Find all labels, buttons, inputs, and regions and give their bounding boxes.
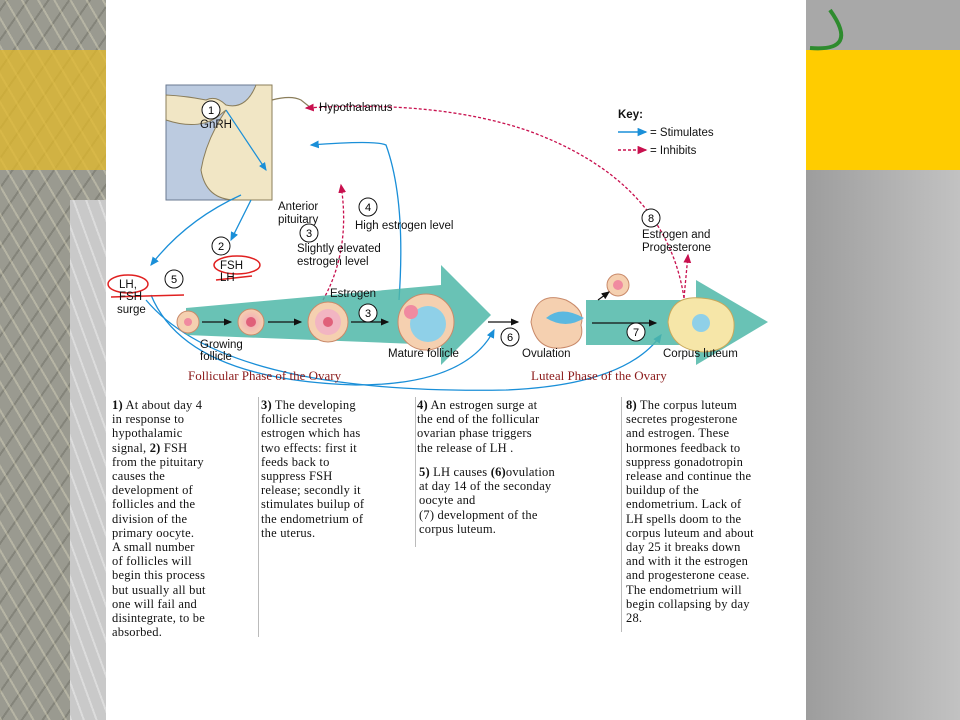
legend-key [618, 127, 648, 155]
slide-content: 1 2 3 3 4 5 6 7 8 Hypothalamus GnRH Ante… [106, 0, 806, 720]
note-steps-5-7: 5) LH causes (6)ovulation at day 14 of t… [419, 465, 555, 536]
note-step-8: 8) The corpus luteum secretes progestero… [626, 398, 754, 626]
step-8: 8 [641, 208, 661, 228]
hypothalamus-pituitary [165, 84, 312, 201]
label-slightly-elevated-2: estrogen level [297, 256, 369, 268]
label-ovulation: Ovulation [522, 348, 571, 360]
label-luteal-phase: Luteal Phase of the Ovary [531, 368, 667, 383]
svg-text:2: 2 [218, 241, 224, 253]
step-5: 5 [164, 269, 184, 289]
svg-text:4: 4 [365, 202, 371, 214]
label-lh: LH, [119, 279, 137, 291]
label-fsh: FSH [220, 260, 243, 272]
key-title: Key: [618, 109, 643, 121]
label-mature-follicle: Mature follicle [388, 348, 459, 360]
label-corpus-luteum: Corpus luteum [663, 348, 738, 360]
note-steps-1-2: 1) At about day 4 in response to hypotha… [112, 398, 206, 640]
step-4: 4 [358, 197, 378, 217]
label-growing: Growing [200, 339, 243, 351]
label-progesterone: Progesterone [642, 242, 711, 254]
step-markers: 1 2 3 3 4 5 6 7 8 [164, 100, 661, 347]
svg-text:5: 5 [171, 274, 177, 286]
divider-col3 [621, 397, 622, 632]
handwritten-annotations [107, 255, 261, 298]
label-high-estrogen: High estrogen level [355, 220, 453, 232]
step-7: 7 [626, 322, 646, 342]
label-pituitary: pituitary [278, 214, 319, 226]
green-swoosh-decoration [809, 8, 844, 51]
feedback-arrows [145, 103, 692, 391]
ovarian-cycle-diagram: 1 2 3 3 4 5 6 7 8 Hypothalamus GnRH Ante… [107, 84, 768, 391]
step-6: 6 [500, 327, 520, 347]
label-follicle: follicle [200, 351, 232, 363]
label-estrogen-and: Estrogen and [642, 229, 710, 241]
label-hypothalamus: Hypothalamus [319, 102, 393, 114]
svg-text:3: 3 [365, 308, 371, 320]
svg-text:8: 8 [648, 213, 654, 225]
background-texture-inner [70, 200, 106, 720]
divider-col2 [415, 397, 416, 547]
svg-text:1: 1 [208, 105, 214, 117]
note-step-3: 3) The developing follicle secretes estr… [261, 398, 365, 540]
label-anterior: Anterior [278, 201, 318, 213]
step-2: 2 [211, 236, 231, 256]
accent-bar-right [806, 50, 960, 170]
label-follicular-phase: Follicular Phase of the Ovary [188, 368, 342, 383]
follicle-sequence [176, 273, 735, 353]
accent-bar-left [0, 50, 106, 170]
label-lh-struck: LH [220, 272, 235, 284]
svg-text:7: 7 [633, 327, 639, 339]
step-3b: 3 [358, 303, 378, 323]
note-step-4: 4) An estrogen surge at the end of the f… [417, 398, 540, 455]
svg-text:3: 3 [306, 228, 312, 240]
key-inhibits: = Inhibits [650, 145, 697, 157]
label-gnrh: GnRH [200, 119, 232, 131]
divider-col1 [108, 397, 259, 637]
key-stimulates: = Stimulates [650, 127, 714, 139]
background-panel-right [806, 170, 960, 720]
step-3: 3 [299, 223, 319, 243]
step-1: 1 [201, 100, 221, 120]
svg-text:6: 6 [507, 332, 513, 344]
diagram-labels: Hypothalamus GnRH Anterior pituitary Key… [117, 102, 738, 383]
label-slightly-elevated-1: Slightly elevated [297, 243, 381, 255]
label-estrogen: Estrogen [330, 288, 376, 300]
label-fsh-struck: FSH [119, 291, 142, 303]
label-surge: surge [117, 304, 146, 316]
